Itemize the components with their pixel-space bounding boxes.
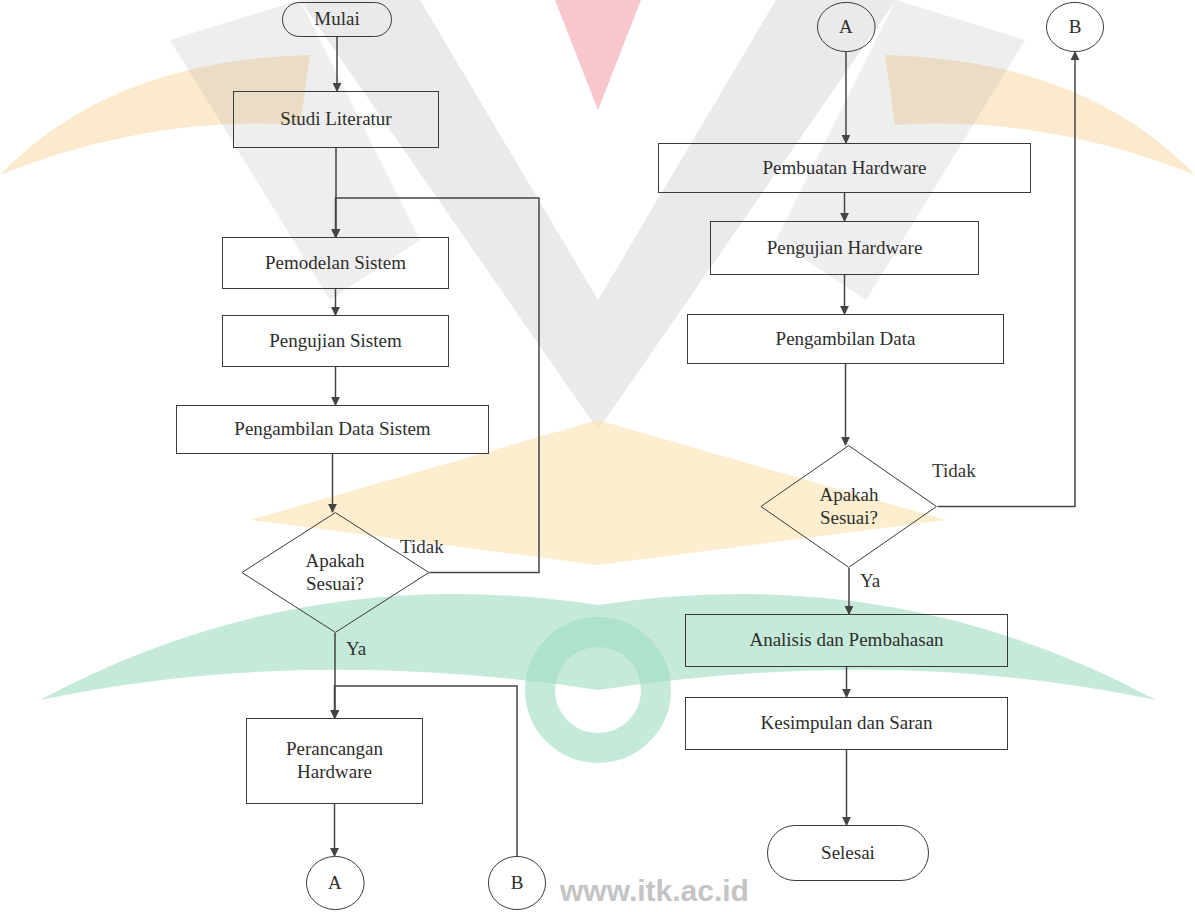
flow-arrow [846,667,848,697]
flow-arrow [845,364,847,445]
process-box: Pengujian Hardware [710,221,979,275]
node-text: A [320,872,350,895]
node-text: Studi Literatur [272,108,399,131]
edge-label: Tidak [400,536,444,558]
connector-circle: B [488,856,546,910]
decision-diamond: Apakah Sesuai? [241,512,430,633]
terminal-box: Selesai [767,825,929,881]
flow-arrow [335,289,337,315]
connector-circle: A [306,856,365,910]
node-text: Pengujian Hardware [759,237,931,260]
flow-arrow [332,454,334,512]
process-box: Perancangan Hardware [246,718,423,804]
node-text: Apakah Sesuai? [806,484,892,530]
process-box: Studi Literatur [233,91,439,148]
edge-label: Ya [346,638,366,660]
terminal-box: Mulai [282,2,392,37]
node-text: Mulai [306,8,367,31]
node-text: B [503,872,532,895]
process-box: Pemodelan Sistem [222,237,449,289]
node-text: B [1061,16,1090,39]
node-text: Pemodelan Sistem [257,252,414,275]
flow-arrow [845,52,847,143]
process-box: Pengujian Sistem [222,315,449,367]
process-box: Pengambilan Data Sistem [176,405,489,454]
edge-label: Ya [860,570,880,592]
flow-arrow [335,367,337,405]
watermark-text: www.itk.ac.id [560,874,749,908]
node-text: Analisis dan Pembahasan [741,629,951,652]
node-text: Selesai [813,842,883,865]
node-text: Apakah Sesuai? [289,550,381,596]
connector-circle: A [817,2,876,52]
flow-arrow [938,52,1075,507]
node-text: Pembuatan Hardware [754,157,934,180]
flow-arrow [844,193,846,221]
node-text: Pengambilan Data [768,328,924,351]
process-box: Analisis dan Pembahasan [685,614,1008,667]
flow-arrow [846,750,848,825]
connector-circle: B [1046,2,1104,52]
node-text: Kesimpulan dan Saran [752,712,940,735]
process-box: Kesimpulan dan Saran [685,697,1008,750]
node-text: A [831,16,861,39]
node-text: Perancangan Hardware [247,738,422,784]
decision-diamond: Apakah Sesuai? [760,445,937,568]
flow-arrow [848,568,850,614]
node-text: Pengambilan Data Sistem [226,418,438,441]
flow-arrow [334,804,336,856]
edge-label: Tidak [932,460,976,482]
process-box: Pengambilan Data [687,314,1004,364]
process-box: Pembuatan Hardware [658,143,1031,193]
flow-arrow [336,37,338,91]
flow-arrow [844,275,846,314]
node-text: Pengujian Sistem [261,330,409,353]
